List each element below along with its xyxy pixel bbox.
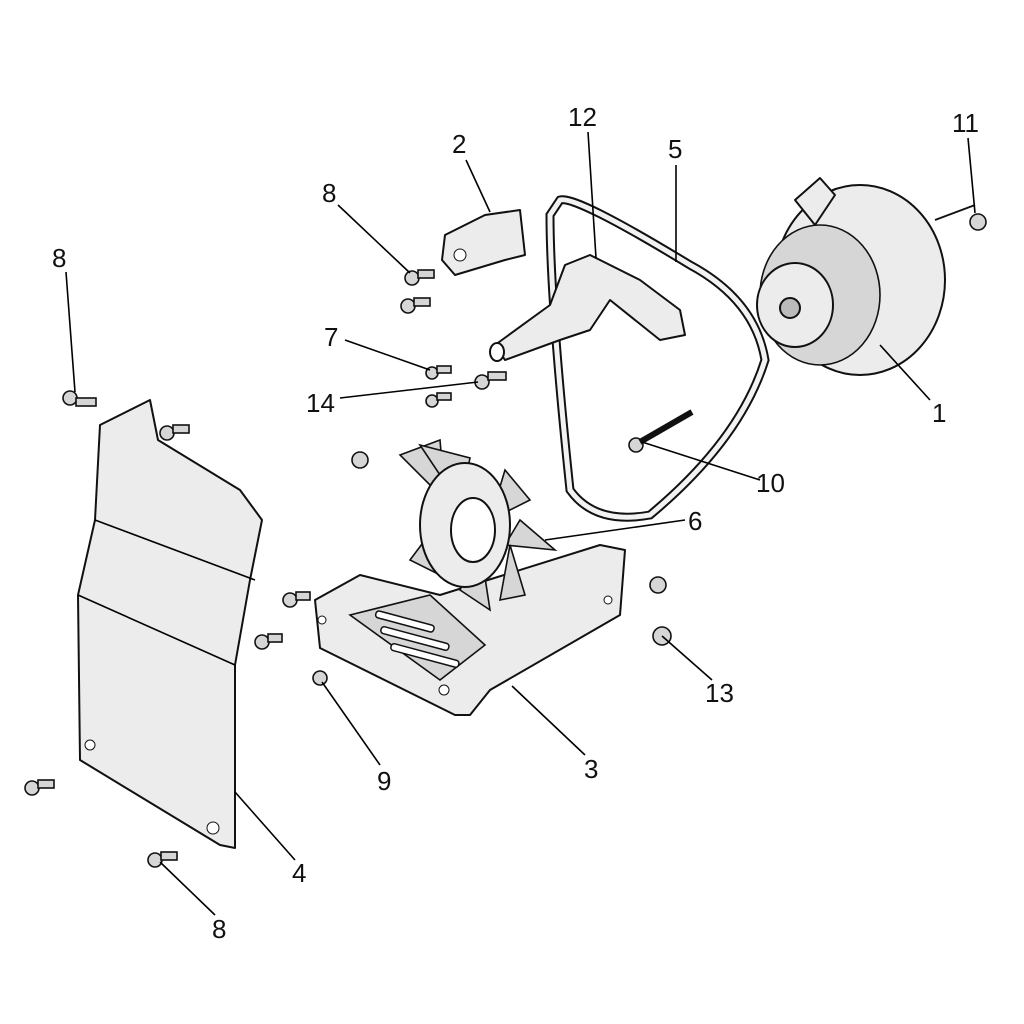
callout-2: 2: [452, 129, 466, 159]
tensioner-arm: [489, 254, 686, 362]
callout-labels: 1 2 3 4 5 6 7 8 8 8 9 10 11 12 13 14: [52, 102, 979, 944]
alternator: [756, 177, 976, 376]
callout-3: 3: [584, 754, 598, 784]
fan: [398, 438, 558, 612]
leader-lines: [65, 131, 976, 916]
callout-7: 7: [324, 322, 338, 352]
callout-11: 11: [952, 108, 979, 138]
callout-4: 4: [292, 858, 306, 888]
callout-8b: 8: [52, 243, 66, 273]
callout-12: 12: [568, 102, 597, 132]
callout-13: 13: [705, 678, 734, 708]
callout-6: 6: [688, 506, 702, 536]
callout-8c: 8: [212, 914, 226, 944]
callout-14: 14: [306, 388, 335, 418]
fan-bracket: [314, 544, 626, 716]
callout-5: 5: [668, 134, 682, 164]
callout-1: 1: [932, 398, 946, 428]
callout-8a: 8: [322, 178, 336, 208]
guard-plate: [77, 399, 263, 849]
callout-10: 10: [756, 468, 785, 498]
mounting-bracket: [441, 209, 526, 276]
callout-9: 9: [377, 766, 391, 796]
hardware: [24, 213, 987, 868]
drive-belt: [545, 195, 770, 522]
